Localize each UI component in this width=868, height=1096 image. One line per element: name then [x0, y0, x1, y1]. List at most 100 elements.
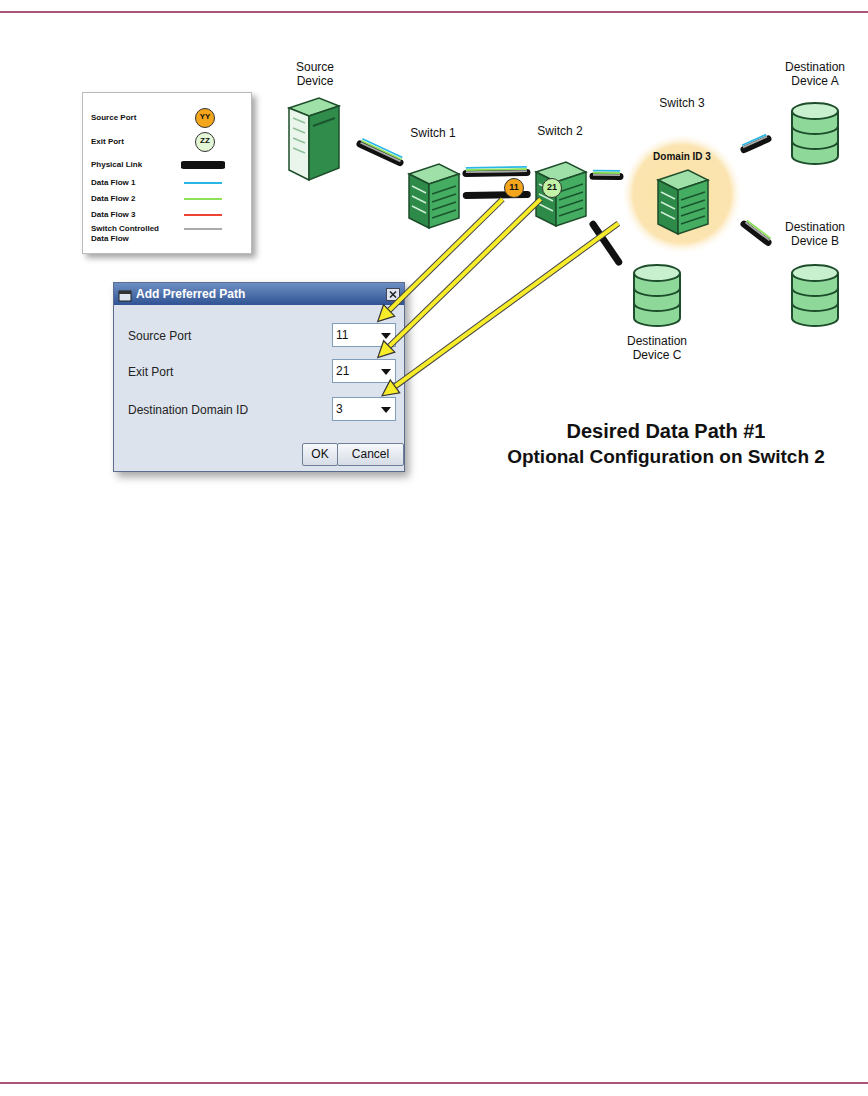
data-flow-line: [747, 220, 771, 238]
diagram-title: Desired Data Path #1: [470, 418, 862, 444]
device-label: Destination Device B: [775, 220, 855, 248]
data-flow-line: [361, 141, 401, 160]
combo-box: 3: [332, 397, 396, 421]
field-label: Destination Domain ID: [128, 403, 248, 417]
arrow-outline: [389, 199, 541, 347]
combo-box: 21: [332, 359, 396, 383]
physical-link: [593, 224, 619, 262]
storage-device: Destination Device C: [612, 262, 702, 374]
arrow-shaft: [388, 199, 502, 311]
legend-text: Source Port: [91, 113, 169, 123]
icon-holder: [789, 100, 841, 168]
physical-link: [593, 171, 620, 177]
callout-arrow: [382, 223, 618, 395]
storage-device: Destination Device B: [768, 220, 862, 336]
combo-value: 11: [336, 324, 348, 346]
physical-link: [742, 135, 768, 150]
arrow-head: [382, 380, 400, 396]
arrow-head: [378, 341, 395, 358]
legend-line: [184, 214, 222, 216]
switch-box: Switch 1: [400, 126, 466, 230]
legend-line: [184, 228, 222, 230]
window-title: Add Preferred Path: [136, 286, 245, 302]
top-rule: [0, 11, 868, 13]
device-label: Switch 1: [409, 126, 457, 140]
icon-holder: [377, 324, 395, 346]
port-number: 21: [543, 179, 561, 196]
arrow-outline: [388, 199, 502, 311]
data-flow-line: [593, 170, 620, 172]
data-flow-line: [743, 137, 767, 148]
source-port-marker: 11: [504, 178, 524, 198]
icon-holder: [386, 287, 400, 300]
legend-line-sample: [181, 210, 225, 220]
data-flow-line: [593, 172, 620, 174]
legend-port-symbol: ZZ: [195, 132, 215, 152]
legend-line: [184, 198, 222, 200]
data-flow-line: [593, 174, 620, 176]
device-label: Destination Device A: [775, 60, 855, 88]
data-flow-line: [466, 170, 527, 173]
arrow-head: [378, 305, 395, 322]
legend-line: [184, 161, 222, 169]
disk-icon: [789, 100, 841, 168]
button-label: Cancel: [338, 444, 403, 465]
data-flow-line: [361, 143, 401, 162]
field-label: Source Port: [128, 329, 191, 343]
arrow-outline: [394, 223, 618, 387]
cancel-button: Cancel: [337, 443, 404, 466]
legend-row: Switch Controlled Data Flow: [91, 224, 241, 246]
icon-holder: [118, 288, 132, 300]
field-label: Exit Port: [128, 365, 173, 379]
legend-text: Data Flow 3: [91, 210, 169, 220]
callout-arrow: [378, 199, 503, 321]
data-flow-line: [745, 222, 769, 240]
legend-text: Data Flow 1: [91, 178, 169, 188]
port-number: 11: [505, 179, 523, 196]
device-label: Switch 2: [536, 124, 584, 138]
switch-label: Switch 3: [658, 96, 706, 110]
data-flow-line: [742, 135, 766, 146]
combo-value: 21: [336, 360, 349, 382]
caption-block: Desired Data Path #1Optional Configurati…: [470, 418, 862, 470]
legend-port-symbol: YY: [195, 108, 215, 128]
icon-holder: [652, 162, 712, 236]
link-line: [593, 173, 620, 180]
switch-box: Switch 2: [527, 124, 593, 228]
domain-label: Domain ID 3: [653, 151, 711, 163]
physical-link: [744, 220, 771, 242]
domain-label-holder: Domain ID 3: [620, 146, 744, 164]
dropdown-arrow: [377, 324, 395, 346]
domain-switch: Switch 3 Domain ID 3: [620, 96, 744, 258]
switch-icon: [403, 156, 463, 230]
link-line: [744, 139, 768, 150]
dropdown-arrow: [377, 360, 395, 382]
icon-holder: [377, 398, 395, 420]
legend-row: Source PortYY: [91, 113, 241, 135]
bottom-rule: [0, 1082, 868, 1084]
legend-text: Physical Link: [91, 160, 169, 170]
legend-line-sample: [181, 224, 225, 234]
legend-symbol-text: ZZ: [196, 133, 214, 149]
source-device: Source Device: [270, 60, 360, 186]
device-label: Destination Device C: [617, 334, 697, 362]
arrow-shaft: [389, 199, 541, 347]
link-line: [593, 224, 619, 262]
diagram-caption: Optional Configuration on Switch 2: [470, 444, 862, 470]
legend-row: Exit PortZZ: [91, 137, 241, 159]
disk-icon: [789, 262, 841, 330]
close-button: [386, 288, 400, 301]
device-label: Source Device: [287, 60, 343, 88]
disk-icon: [631, 262, 683, 330]
server-icon: [285, 94, 345, 184]
icon-holder: [377, 360, 395, 382]
data-flow-line: [362, 139, 402, 158]
title-bar: Add Preferred Path: [114, 283, 404, 305]
legend-line: [184, 182, 222, 184]
legend-symbol-text: YY: [196, 109, 214, 125]
legend-line-sample: [181, 178, 225, 188]
legend-text: Data Flow 2: [91, 194, 169, 204]
arrow-shaft: [394, 223, 618, 387]
combo-box: 11: [332, 323, 396, 347]
